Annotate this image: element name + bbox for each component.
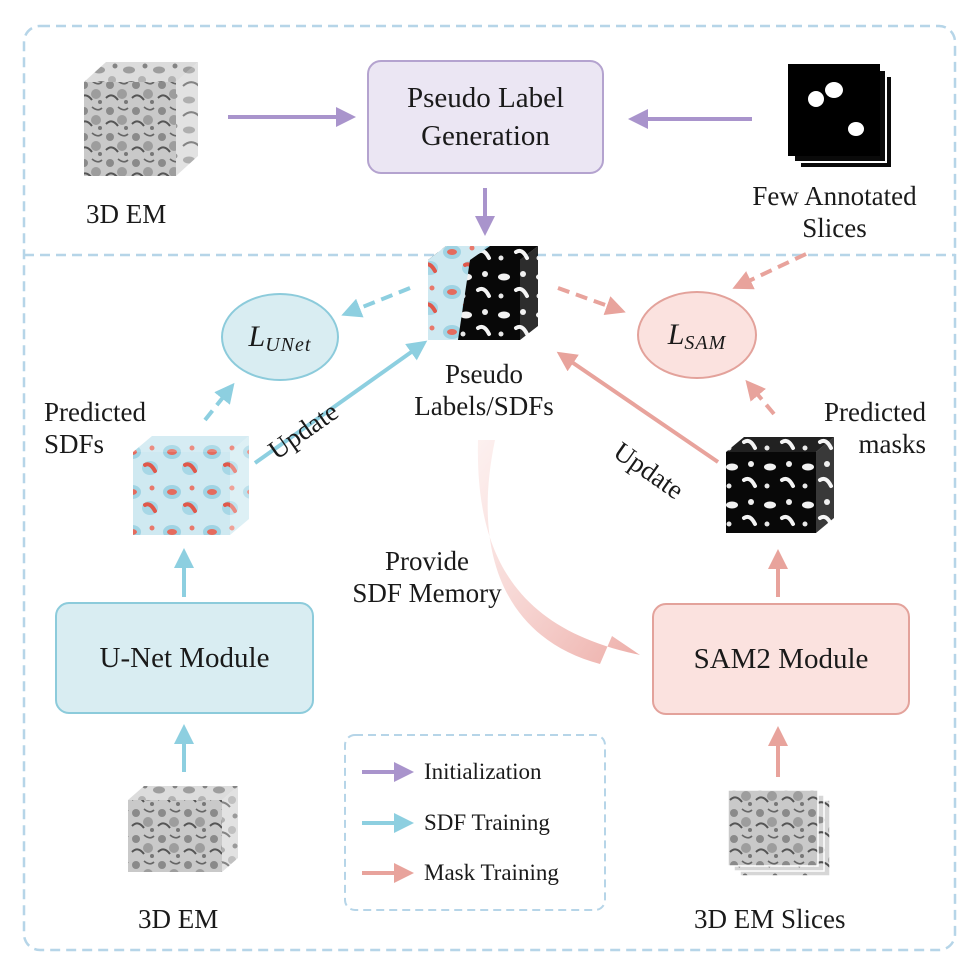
pseudo-label-generation-box: Pseudo Label Generation (367, 60, 604, 174)
outer-frame (22, 24, 957, 952)
legend-mask-label: Mask Training (424, 860, 559, 885)
predicted-sdfs-label: Predicted SDFs (44, 396, 146, 460)
pseudo-labels-line2: Labels/SDFs (414, 391, 554, 421)
predicted-masks-label: Predicted masks (802, 396, 926, 460)
pseudo-label-generation-line2: Generation (421, 120, 550, 152)
legend-frame (344, 734, 606, 911)
predicted-sdfs-cube-icon (133, 436, 249, 535)
em-bottom-label: 3D EM (138, 904, 219, 934)
provide-memory-line1: Provide (385, 546, 469, 576)
em-cube-bottom-icon (128, 786, 238, 872)
pseudo-labels-cube-icon (428, 246, 538, 340)
arrow-update-right (556, 351, 720, 464)
few-annotated-label: Few Annotated Slices (737, 180, 932, 244)
predicted-masks-line1: Predicted (824, 397, 926, 427)
em-slices-label: 3D EM Slices (694, 904, 846, 934)
em-slices-icon (727, 789, 831, 877)
pseudo-labels-line1: Pseudo (444, 359, 523, 389)
loss-unet-sub: UNet (265, 333, 312, 356)
sam2-module-box: SAM2 Module (652, 603, 910, 715)
predicted-masks-line2: masks (858, 429, 927, 459)
pseudo-label-generation-line1: Pseudo Label (406, 82, 565, 114)
pseudo-labels-label: Pseudo Labels/SDFs (404, 358, 564, 422)
arrow-pseudo-to-lsam (557, 286, 626, 315)
sam2-module-label: SAM2 Module (693, 643, 869, 675)
provide-memory-arrow (477, 440, 640, 664)
few-annotated-line1: Few Annotated (752, 181, 917, 211)
provide-memory-line2: SDF Memory (352, 578, 502, 608)
few-annotated-line2: Slices (802, 213, 867, 243)
loss-sam-sub: SAM (684, 331, 727, 354)
predicted-sdfs-line2: SDFs (44, 429, 105, 459)
unet-module-label: U-Net Module (99, 642, 270, 674)
arrow-predmask-to-lsam (745, 379, 776, 416)
loss-sam-base: L (667, 318, 685, 351)
loss-unet-base: L (248, 320, 266, 353)
legend-init-label: Initialization (424, 759, 542, 784)
arrow-update-left (253, 340, 428, 465)
predicted-masks-cube-icon (726, 437, 834, 533)
arrow-annotated-to-lsam (732, 252, 807, 290)
provide-memory-label: Provide SDF Memory (342, 545, 512, 609)
em-cube-top-icon (84, 62, 198, 176)
em-top-label: 3D EM (86, 199, 167, 229)
legend-sdf-label: SDF Training (424, 810, 550, 835)
annotated-slices-icon (788, 64, 893, 169)
arrow-predsdf-to-lunet (203, 382, 235, 422)
unet-module-box: U-Net Module (55, 602, 314, 714)
predicted-sdfs-line1: Predicted (44, 397, 146, 427)
arrow-pseudo-to-lunet (341, 286, 411, 318)
